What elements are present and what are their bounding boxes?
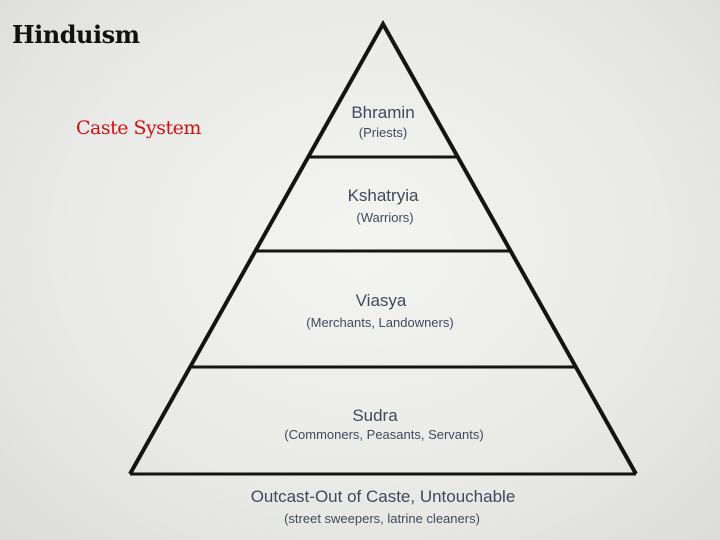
- tier-viasya-name: Viasya: [356, 291, 407, 310]
- outcast-desc: (street sweepers, latrine cleaners): [284, 511, 480, 526]
- tier-kshatryia-desc: (Warriors): [356, 210, 413, 225]
- slide-subtitle: Caste System: [76, 117, 201, 139]
- tier-kshatryia-name: Kshatryia: [348, 186, 419, 205]
- tier-sudra-desc: (Commoners, Peasants, Servants): [284, 427, 483, 442]
- tier-bhramin-name: Bhramin: [351, 103, 414, 122]
- slide-title: Hinduism: [12, 20, 140, 49]
- tier-sudra-name: Sudra: [352, 406, 398, 425]
- tier-bhramin-desc: (Priests): [359, 125, 407, 140]
- pyramid-outline: [128, 19, 638, 475]
- outcast-name: Outcast-Out of Caste, Untouchable: [251, 487, 516, 506]
- tier-viasya-desc: (Merchants, Landowners): [306, 315, 453, 330]
